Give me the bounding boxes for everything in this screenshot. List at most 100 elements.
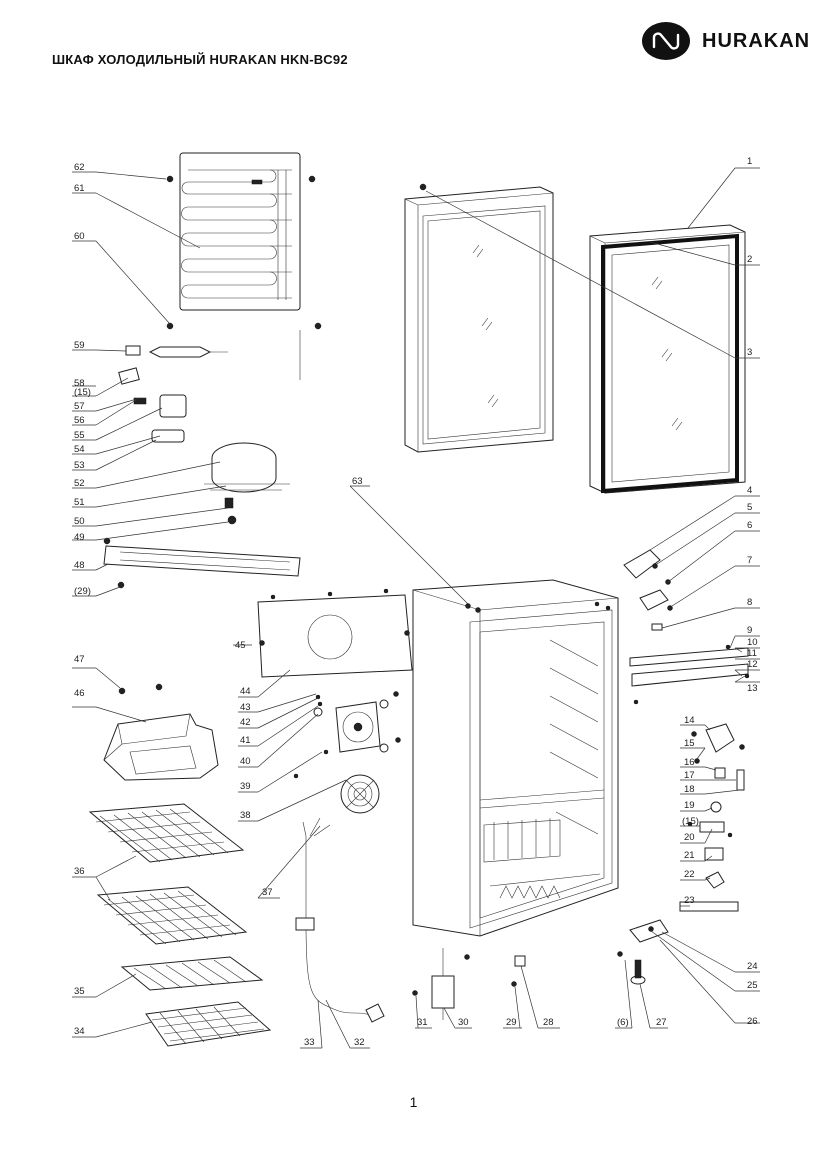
bottle-holder [103,683,219,781]
callout-5: 5 [747,502,752,513]
base-plate [103,545,301,577]
callout-16: 16 [684,757,695,768]
callout-56: 56 [74,415,85,426]
callout-57: 57 [74,401,85,412]
door-glass-front [589,224,746,494]
hurakan-logo-icon [642,22,690,60]
compressor [204,442,290,525]
callout-60: 60 [74,231,85,242]
callout-48: 48 [74,560,85,571]
callout-49: 49 [74,532,85,543]
callout-6: 6 [747,520,752,531]
callout-12: 12 [747,659,758,670]
callout-46: 46 [74,688,85,699]
callout-35: 35 [74,986,85,997]
callout-4: 4 [747,485,752,496]
rear-cover-panel [257,588,413,678]
wire-shelf-middle [96,886,248,945]
callout-47: 47 [74,654,85,665]
callout-18: 18 [684,784,695,795]
door-lock-parts [679,723,745,912]
screw-62b-icon [308,175,316,183]
callout-13: 13 [747,683,758,694]
callout-39: 39 [240,781,251,792]
callout-62: 62 [74,162,85,173]
callout-21: 21 [684,850,695,861]
callout-31: 31 [417,1017,428,1028]
callout-41: 41 [240,735,251,746]
callout-17: 17 [684,770,695,781]
callout-55: 55 [74,430,85,441]
screw-60b-icon [314,322,322,330]
bottom-small-parts [412,948,526,1020]
callout-22: 22 [684,869,695,880]
callout-44: 44 [240,686,251,697]
screw-29b-icon [117,581,125,589]
callout-26: 26 [747,1016,758,1027]
fan-assembly [293,691,401,814]
callout-52: 52 [74,478,85,489]
bottom-hinge [617,919,669,985]
wire-shelf-lower [120,956,264,991]
callout-3: 3 [747,347,752,358]
callout-54: 54 [74,444,85,455]
document-title: ШКАФ ХОЛОДИЛЬНЫЙ HURAKAN HKN-BC92 [52,52,348,67]
callout-15c: (15) [74,387,91,398]
screw-60a-icon [166,322,174,330]
screw-49-icon [103,537,111,545]
callout-29b: (29) [74,586,91,597]
callout-37: 37 [262,887,273,898]
callout-7: 7 [747,555,752,566]
callout-33: 33 [304,1037,315,1048]
callout-2: 2 [747,254,752,265]
callout-40: 40 [240,756,251,767]
leader-lines [72,167,760,1049]
callout-1: 1 [747,156,752,167]
callout-50: 50 [74,516,85,527]
dryer-filter [125,345,228,358]
callout-6b: (6) [617,1017,629,1028]
door-bracket [629,644,750,705]
callout-15b: (15) [682,816,699,827]
callout-29: 29 [506,1017,517,1028]
callout-32: 32 [354,1037,365,1048]
callout-9: 9 [747,625,752,636]
callout-43: 43 [240,702,251,713]
callout-14: 14 [684,715,695,726]
callout-42: 42 [240,717,251,728]
wire-shelf-upper [88,803,245,863]
callout-38: 38 [240,810,251,821]
callout-34: 34 [74,1026,85,1037]
callout-11: 11 [747,648,757,659]
top-hinge [623,549,673,631]
callout-63: 63 [352,476,363,487]
callout-25: 25 [747,980,758,991]
callout-10: 10 [747,637,758,648]
wire-shelf-bottom [145,1001,272,1047]
callout-labels: 1 2 3 4 5 6 7 8 9 10 11 12 13 14 15 16 1… [74,156,758,1048]
callout-28: 28 [543,1017,554,1028]
page-number: 1 [409,1094,418,1110]
callout-19: 19 [684,800,695,811]
callout-24: 24 [747,961,758,972]
callout-23: 23 [684,895,695,906]
condenser-panel [179,152,301,380]
callout-20: 20 [684,832,695,843]
brand-name: HURAKAN [702,29,811,52]
callout-36: 36 [74,866,85,877]
callout-58: 58 [74,378,85,389]
callout-51: 51 [74,497,85,508]
power-cord [295,817,385,1023]
callout-30: 30 [458,1017,469,1028]
callout-53: 53 [74,460,85,471]
callout-59: 59 [74,340,85,351]
callout-61: 61 [74,183,85,194]
brand-header: HURAKAN [641,21,810,61]
compressor-relay-parts [118,367,187,443]
callout-45: 45 [235,640,246,651]
callout-15: 15 [684,738,695,749]
callout-8: 8 [747,597,752,608]
cabinet-body [412,579,619,937]
callout-27: 27 [656,1017,667,1028]
